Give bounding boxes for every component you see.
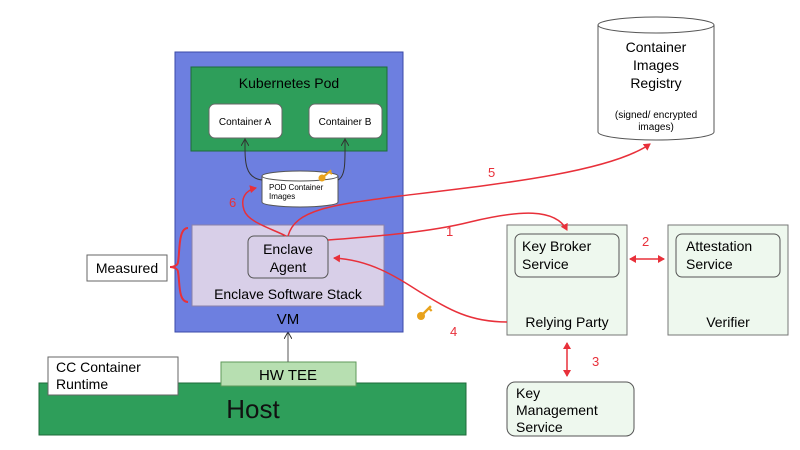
cc-runtime-box: CC Container Runtime (47, 356, 179, 396)
step-4-label: 4 (450, 324, 457, 339)
verifier-label: Verifier (706, 314, 750, 330)
as-line1: Attestation (686, 238, 752, 254)
registry-line2: Images (633, 57, 679, 73)
vm-label: VM (277, 311, 300, 328)
step-2-label: 2 (642, 234, 649, 249)
enclave-agent-line2: Agent (270, 259, 307, 275)
container-b-label: Container B (319, 117, 372, 128)
key-broker-service-box: Key Broker Service (514, 233, 620, 278)
key-icon (318, 169, 333, 182)
kms-line1: Key (516, 385, 540, 401)
cc-runtime-line2: Runtime (56, 376, 108, 392)
registry-note1: (signed/ encrypted (615, 110, 697, 121)
step-6-label: 6 (229, 195, 236, 210)
relying-party-label: Relying Party (525, 314, 608, 330)
images-to-container-a-arrow (245, 140, 263, 181)
measured-label: Measured (96, 260, 158, 276)
enclave-agent-line1: Enclave (263, 241, 313, 257)
key-management-service-box: Key Management Service (506, 381, 635, 437)
step-3-label: 3 (592, 354, 599, 369)
kbs-line1: Key Broker (522, 238, 592, 254)
registry-line1: Container (626, 39, 687, 55)
measured-bracket (169, 227, 189, 303)
as-line2: Service (686, 256, 733, 272)
step4-arrow (333, 254, 508, 323)
kms-line2: Management (516, 402, 598, 418)
hw-tee-box: HW TEE (220, 361, 357, 387)
step1-arrow (327, 212, 568, 241)
step5-arrow (287, 143, 651, 237)
hw-tee-label: HW TEE (259, 367, 317, 384)
host-label: Host (226, 394, 280, 424)
cc-runtime-line1: CC Container (56, 359, 141, 375)
kubernetes-pod-box: Kubernetes Pod Container A Container B (190, 66, 388, 152)
enclave-stack-label: Enclave Software Stack (214, 286, 363, 302)
container-images-registry-cylinder: Container Images Registry (signed/ encry… (597, 16, 715, 141)
container-a-label: Container A (219, 117, 272, 128)
attestation-service-box: Attestation Service (675, 233, 781, 278)
images-to-container-b-arrow (337, 140, 345, 181)
registry-line3: Registry (630, 75, 681, 91)
registry-note2: images) (638, 122, 674, 133)
step6-arrow (242, 185, 287, 237)
kubernetes-pod-title: Kubernetes Pod (239, 75, 339, 91)
key-icon (417, 305, 433, 320)
kbs-line2: Service (522, 256, 569, 272)
step-1-label: 1 (446, 224, 453, 239)
pod-images-line1: POD Container (269, 183, 324, 192)
kms-line3: Service (516, 419, 563, 435)
pod-container-images-cylinder: POD Container Images (261, 170, 339, 208)
step-5-label: 5 (488, 165, 495, 180)
pod-images-line2: Images (269, 192, 295, 201)
measured-box: Measured (86, 254, 168, 282)
enclave-agent-box: Enclave Agent (247, 235, 329, 279)
